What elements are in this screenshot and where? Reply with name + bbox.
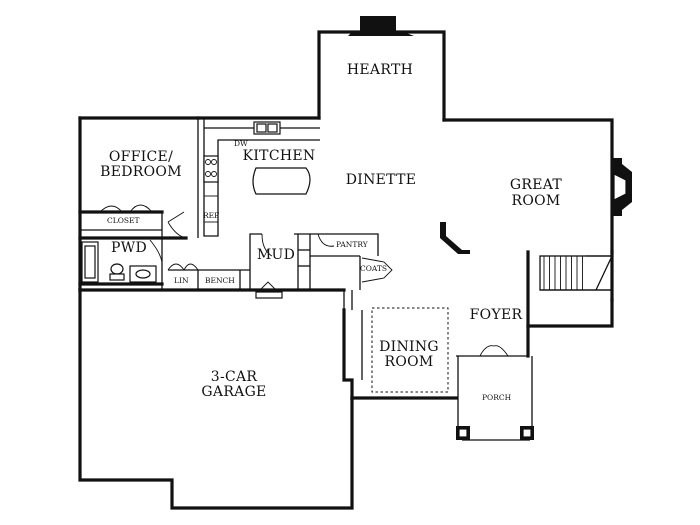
kitchen-label: KITCHEN bbox=[242, 148, 316, 164]
kitchen-walls bbox=[197, 118, 320, 238]
dinette-label: DINETTE bbox=[345, 172, 417, 188]
pantry-coats bbox=[298, 233, 393, 310]
dining-room-label-line1: DINING bbox=[379, 339, 439, 355]
great-room-label-line2: ROOM bbox=[511, 193, 561, 209]
kitchen-island bbox=[252, 167, 311, 195]
porch-label: PORCH bbox=[482, 393, 512, 402]
dishwasher-label: DW bbox=[234, 139, 248, 148]
hearth-label: HEARTH bbox=[346, 62, 414, 78]
dinette-column bbox=[440, 222, 470, 254]
powder-room bbox=[78, 238, 164, 290]
coats-label: COATS bbox=[360, 264, 388, 273]
pwd-label: PWD bbox=[111, 240, 147, 256]
foyer-label: FOYER bbox=[469, 307, 523, 323]
dining-room-label-line2: ROOM bbox=[384, 354, 434, 370]
bench-label: BENCH bbox=[205, 276, 235, 285]
closet-label: CLOSET bbox=[107, 216, 140, 225]
linen-label: LIN bbox=[174, 276, 189, 285]
dining-room bbox=[342, 307, 458, 400]
office-walls bbox=[78, 204, 188, 240]
mud-area bbox=[167, 233, 299, 299]
pantry-label: PANTRY bbox=[336, 240, 368, 249]
stairs bbox=[539, 255, 614, 291]
garage-label-line1: 3-CAR bbox=[210, 369, 258, 385]
great-room-label-line1: GREAT bbox=[509, 177, 563, 193]
office-label-line1: OFFICE/ bbox=[108, 149, 174, 165]
office-label-line2: BEDROOM bbox=[100, 164, 182, 180]
garage-label-line2: GARAGE bbox=[201, 384, 267, 400]
refrigerator-label: REF bbox=[203, 211, 220, 220]
great-room-fireplace bbox=[612, 158, 632, 216]
mud-label: MUD bbox=[256, 247, 296, 263]
porch bbox=[456, 345, 534, 441]
